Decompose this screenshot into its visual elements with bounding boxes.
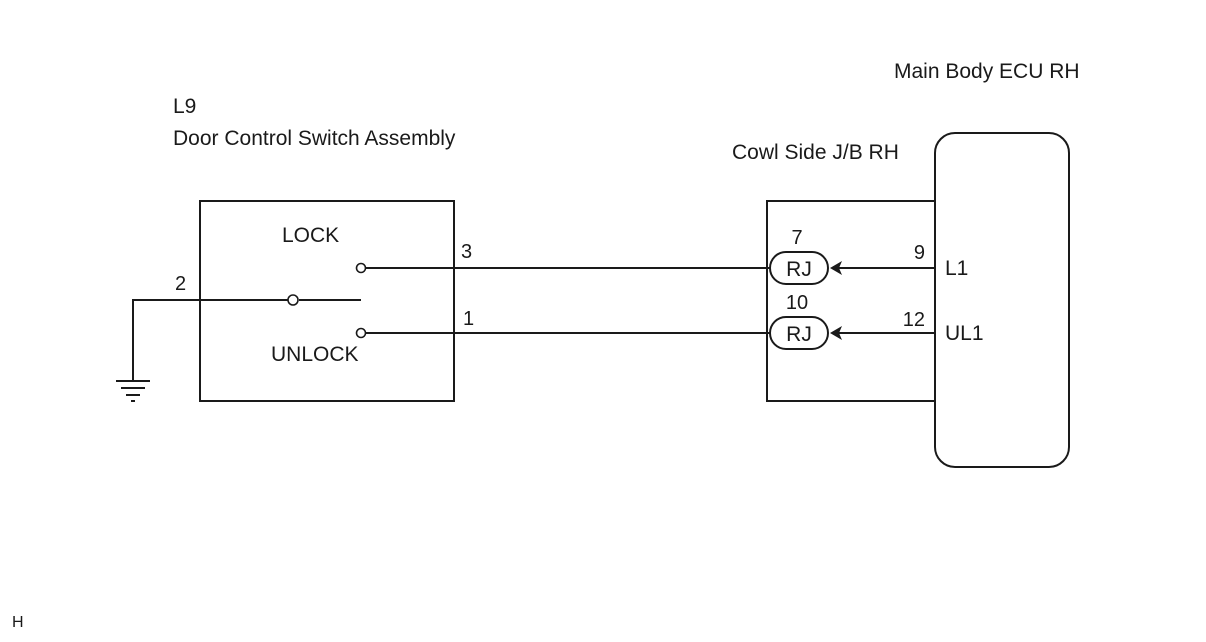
connector-arrow-icon [830, 261, 842, 275]
switch-assembly-title: Door Control Switch Assembly [173, 127, 456, 150]
switch-unlock-contact [355, 327, 367, 339]
switch-lock-contact [355, 262, 367, 274]
rj-connector-lock-label: RJ [786, 258, 812, 281]
rj-connector-unlock-label: RJ [786, 323, 812, 346]
junction-block-title: Cowl Side J/B RH [732, 141, 899, 164]
ground-wire [132, 299, 288, 381]
pin-unlock-label: 1 [463, 308, 474, 330]
lock-label: LOCK [282, 224, 339, 247]
pin-lock-label: 3 [461, 241, 472, 263]
pin-ecu-unlock-label: 12 [903, 309, 925, 331]
switch-connector-code: L9 [173, 95, 196, 118]
pin-ecu-lock-label: 9 [914, 242, 925, 264]
connector-arrow-icon [830, 326, 842, 340]
pin-jb-lock-label: 7 [791, 227, 802, 249]
rj-connector-lock [769, 251, 829, 285]
ecu-signal-unlock: UL1 [945, 322, 984, 345]
ecu-box [934, 132, 1070, 468]
ground-icon [116, 380, 150, 402]
corner-mark: H [12, 614, 24, 631]
pin-jb-unlock-label: 10 [786, 292, 808, 314]
rj-connector-unlock [769, 316, 829, 350]
pin-ground-label: 2 [175, 273, 186, 295]
switch-common-terminal [287, 294, 299, 306]
ecu-title: Main Body ECU RH [894, 60, 1080, 83]
unlock-label: UNLOCK [271, 343, 359, 366]
ecu-signal-lock: L1 [945, 257, 968, 280]
